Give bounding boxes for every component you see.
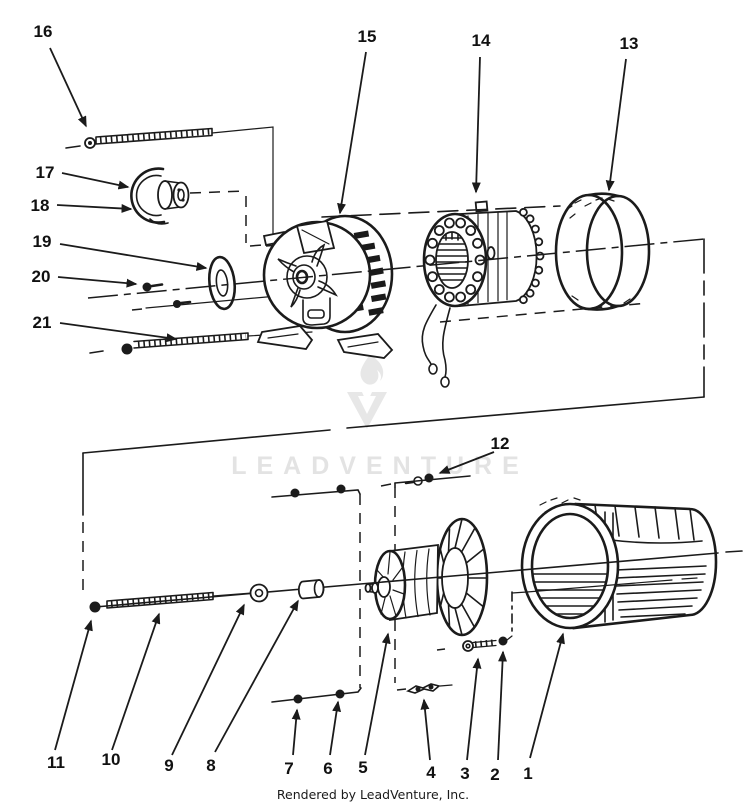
leader-5 xyxy=(364,632,391,756)
stator-14 xyxy=(421,200,545,388)
leadventure-v-icon xyxy=(347,392,387,429)
screw-3-2 xyxy=(462,636,508,652)
bracket-17 xyxy=(130,167,169,225)
callout-16[interactable]: 16 xyxy=(34,22,53,41)
bolt-pair-upper xyxy=(290,484,346,498)
screw-12 xyxy=(404,473,434,486)
leader-13 xyxy=(605,58,627,192)
leader-7 xyxy=(291,708,301,756)
callout-9[interactable]: 9 xyxy=(164,756,173,775)
band-13 xyxy=(554,192,651,311)
leader-11 xyxy=(54,619,93,751)
bolt-16 xyxy=(65,127,213,149)
grommet-19 xyxy=(207,255,237,311)
bolt-6 xyxy=(335,689,345,699)
rod-10 xyxy=(106,591,253,609)
bolt-7 xyxy=(293,694,303,704)
leader-lines xyxy=(49,47,627,761)
callout-3[interactable]: 3 xyxy=(460,764,469,783)
callout-10[interactable]: 10 xyxy=(102,750,121,769)
callout-6[interactable]: 6 xyxy=(323,759,332,778)
leader-16 xyxy=(49,47,87,128)
callout-21[interactable]: 21 xyxy=(33,313,52,332)
callout-2[interactable]: 2 xyxy=(490,765,499,784)
motor-5 xyxy=(364,517,489,637)
callout-12[interactable]: 12 xyxy=(491,434,510,453)
leader-12 xyxy=(438,451,495,474)
leader-3 xyxy=(466,657,482,761)
watermark: LEADVENTURE xyxy=(231,355,529,480)
axis-lines xyxy=(87,205,743,608)
callout-4[interactable]: 4 xyxy=(426,763,436,782)
callout-1[interactable]: 1 xyxy=(523,764,532,783)
callout-14[interactable]: 14 xyxy=(472,31,491,50)
callout-13[interactable]: 13 xyxy=(620,34,639,53)
leader-19 xyxy=(59,243,208,271)
callout-5[interactable]: 5 xyxy=(358,758,367,777)
flame-icon xyxy=(360,355,384,385)
clip-4 xyxy=(406,683,441,694)
leader-18 xyxy=(56,203,133,213)
callout-15[interactable]: 15 xyxy=(358,27,377,46)
leader-9 xyxy=(171,603,245,756)
callout-18[interactable]: 18 xyxy=(31,196,50,215)
callout-17[interactable]: 17 xyxy=(36,163,55,182)
leader-8 xyxy=(214,599,299,753)
nut-8 xyxy=(297,579,325,600)
callout-20[interactable]: 20 xyxy=(32,267,51,286)
leader-21 xyxy=(59,322,178,343)
leader-1 xyxy=(529,632,565,759)
leader-20 xyxy=(57,276,138,288)
watermark-text: LEADVENTURE xyxy=(231,452,529,480)
callout-11[interactable]: 11 xyxy=(47,753,65,772)
screw-20 xyxy=(142,282,164,292)
washer-9 xyxy=(249,583,269,603)
leader-6 xyxy=(329,700,342,756)
callout-8[interactable]: 8 xyxy=(206,756,215,775)
callout-labels: 16 15 14 13 17 18 19 20 21 12 11 10 9 8 … xyxy=(31,22,639,784)
leader-2 xyxy=(497,650,508,761)
leader-10 xyxy=(111,612,161,751)
leader-4 xyxy=(420,698,431,761)
screw-11 xyxy=(89,601,101,613)
leader-17 xyxy=(61,172,130,190)
blower-wheel-1 xyxy=(520,497,718,630)
leader-15 xyxy=(337,51,367,215)
leader-14 xyxy=(471,56,481,194)
construction-lines xyxy=(82,126,705,703)
footer-attribution: Rendered by LeadVenture, Inc. xyxy=(277,787,469,802)
callout-7[interactable]: 7 xyxy=(284,759,293,778)
callout-19[interactable]: 19 xyxy=(33,232,52,251)
bushing-18 xyxy=(157,180,190,210)
motor-15 xyxy=(256,214,394,359)
